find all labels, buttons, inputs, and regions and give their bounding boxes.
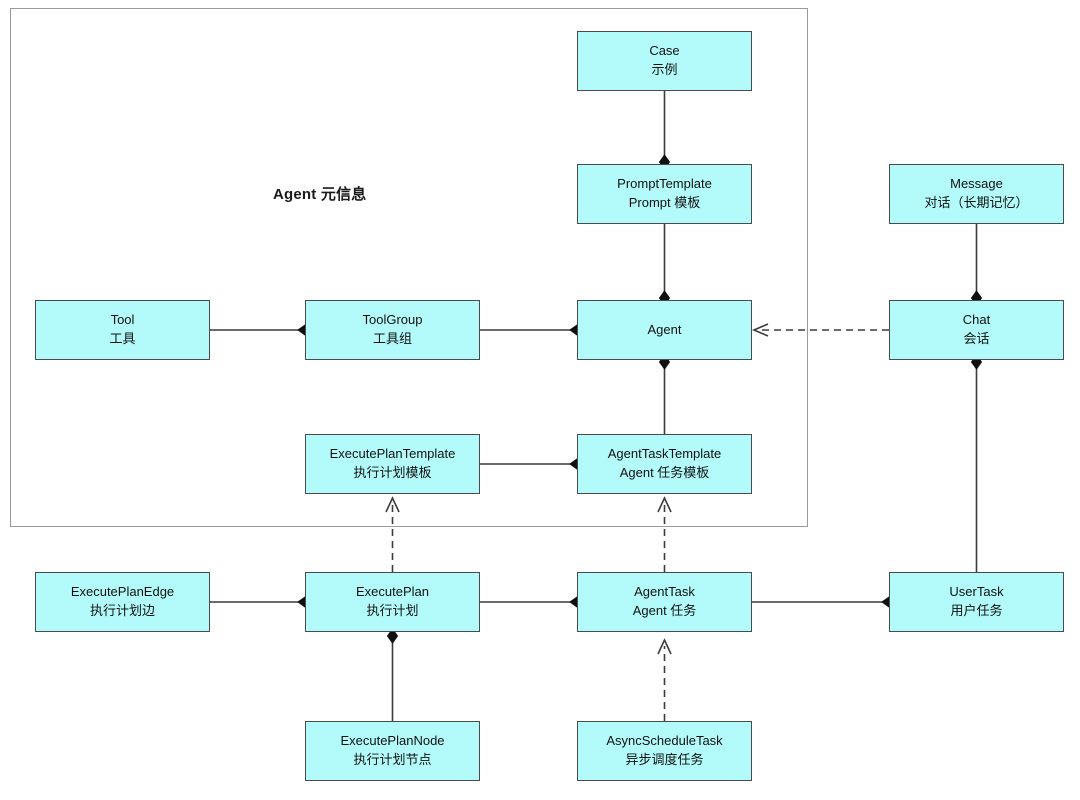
node-agent[interactable]: Agent [577, 300, 752, 360]
node-tool-sub: 工具 [109, 331, 136, 346]
node-agent-task-template[interactable]: AgentTaskTemplate Agent 任务模板 [577, 434, 752, 494]
node-tool-group[interactable]: ToolGroup 工具组 [305, 300, 480, 360]
node-prompt-template[interactable]: PromptTemplate Prompt 模板 [577, 164, 752, 224]
agent-meta-group-container [10, 8, 808, 527]
node-execute-plan-node-name: ExecutePlanNode [340, 733, 445, 749]
arrow-marker-agent-task-bottom [657, 638, 672, 655]
node-user-task-name: UserTask [949, 584, 1004, 600]
node-agent-task-template-name: AgentTaskTemplate [607, 446, 722, 462]
node-message[interactable]: Message 对话（长期记忆） [889, 164, 1064, 224]
node-case[interactable]: Case 示例 [577, 31, 752, 91]
node-prompt-template-name: PromptTemplate [617, 176, 712, 192]
node-async-schedule-task[interactable]: AsyncScheduleTask 异步调度任务 [577, 721, 752, 781]
node-case-name: Case [649, 43, 680, 59]
node-tool-name: Tool [110, 312, 135, 328]
node-chat-name: Chat [962, 312, 991, 328]
node-user-task-sub: 用户任务 [950, 603, 1003, 618]
node-async-schedule-task-sub: 异步调度任务 [625, 752, 704, 767]
node-agent-task[interactable]: AgentTask Agent 任务 [577, 572, 752, 632]
node-chat-sub: 会话 [963, 331, 990, 346]
node-execute-plan-node-sub: 执行计划节点 [353, 752, 432, 767]
node-agent-task-name: AgentTask [634, 584, 695, 600]
node-execute-plan-node[interactable]: ExecutePlanNode 执行计划节点 [305, 721, 480, 781]
node-execute-plan-name: ExecutePlan [356, 584, 429, 600]
node-agent-task-template-sub: Agent 任务模板 [619, 465, 710, 480]
node-execute-plan-template-name: ExecutePlanTemplate [329, 446, 456, 462]
node-execute-plan-edge-sub: 执行计划边 [89, 603, 155, 618]
node-execute-plan[interactable]: ExecutePlan 执行计划 [305, 572, 480, 632]
node-agent-task-sub: Agent 任务 [632, 603, 697, 618]
node-execute-plan-edge[interactable]: ExecutePlanEdge 执行计划边 [35, 572, 210, 632]
node-chat[interactable]: Chat 会话 [889, 300, 1064, 360]
node-execute-plan-sub: 执行计划 [366, 603, 419, 618]
node-execute-plan-edge-name: ExecutePlanEdge [70, 584, 175, 600]
node-agent-name: Agent [647, 321, 682, 337]
node-case-sub: 示例 [651, 62, 678, 77]
node-user-task[interactable]: UserTask 用户任务 [889, 572, 1064, 632]
node-message-sub: 对话（长期记忆） [924, 195, 1029, 210]
node-prompt-template-sub: Prompt 模板 [628, 195, 701, 210]
node-tool-group-sub: 工具组 [372, 331, 412, 346]
node-execute-plan-template-sub: 执行计划模板 [353, 465, 432, 480]
node-tool-group-name: ToolGroup [362, 312, 423, 328]
node-tool[interactable]: Tool 工具 [35, 300, 210, 360]
node-async-schedule-task-name: AsyncScheduleTask [606, 733, 723, 749]
node-message-name: Message [950, 176, 1003, 192]
agent-meta-group-title: Agent 元信息 [273, 186, 367, 203]
node-execute-plan-template[interactable]: ExecutePlanTemplate 执行计划模板 [305, 434, 480, 494]
